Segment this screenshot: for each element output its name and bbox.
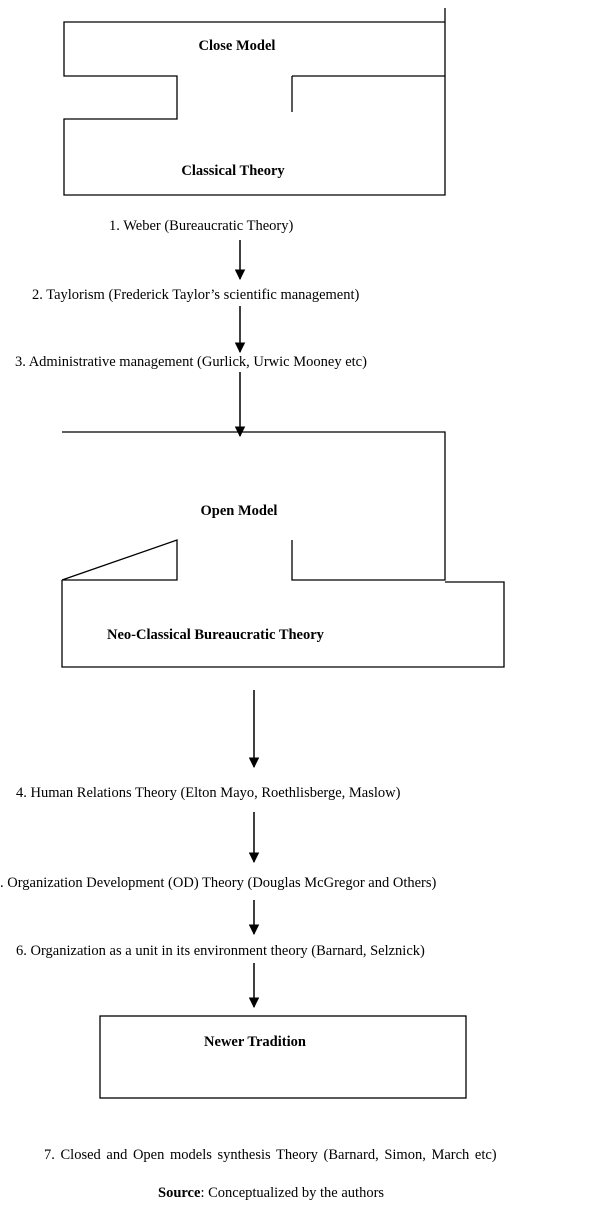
step-3: 3. Administrative management (Gurlick, U… [15,354,367,370]
step-1: 1. Weber (Bureaucratic Theory) [109,218,294,234]
source-text: : Conceptualized by the authors [200,1185,385,1201]
newer-tradition-box [99,1015,467,1099]
step-6: 6. Organization as a unit in its environ… [16,943,425,959]
step-5: . Organization Development (OD) Theory (… [0,875,437,891]
source-label: Source [158,1185,201,1201]
source-note: Source: Conceptualized by the authors [158,1184,384,1202]
close-model-shape [63,8,446,196]
open-model-shape [61,431,505,668]
step-7: 7. Closed and Open models synthesis Theo… [44,1147,497,1163]
step-4: 4. Human Relations Theory (Elton Mayo, R… [16,785,401,801]
open-model-title: Open Model [200,503,278,519]
neo-classical-label: Neo-Classical Bureaucratic Theory [107,627,324,643]
close-model-title: Close Model [198,38,276,54]
step-2: 2. Taylorism (Frederick Taylor’s scienti… [32,287,360,303]
classical-theory-label: Classical Theory [181,163,285,179]
newer-tradition-title: Newer Tradition [204,1034,306,1050]
